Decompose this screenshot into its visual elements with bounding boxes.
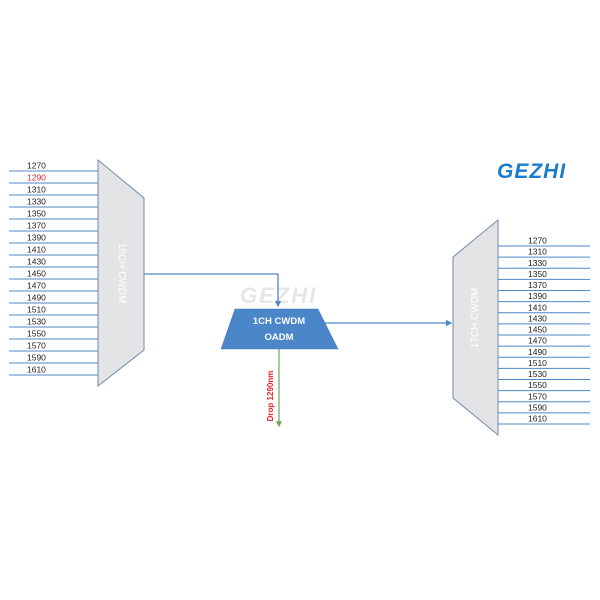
- right-channel-label: 1610: [528, 414, 547, 424]
- right-mux-label: 17CH CWDM: [470, 288, 481, 349]
- left-mux-label: 18CH CWDM: [116, 243, 127, 304]
- oadm-label-line2: OADM: [264, 332, 293, 343]
- left-mux-18ch: [97, 158, 145, 388]
- mux-to-oadm-line: [144, 273, 282, 308]
- drop-label: Drop 1290nm: [266, 371, 275, 422]
- left-channel-label: 1270: [27, 161, 46, 171]
- oadm-label-line1: 1CH CWDM: [253, 316, 305, 327]
- right-channel-label: 1330: [528, 258, 547, 268]
- left-channel-label: 1530: [27, 317, 46, 327]
- right-mux-17ch: [452, 218, 499, 437]
- left-channel-label: 1590: [27, 353, 46, 363]
- right-channel-label: 1270: [528, 236, 547, 246]
- left-channel-label: 1330: [27, 197, 46, 207]
- right-channel-label: 1350: [528, 269, 547, 279]
- left-channel-label: 1410: [27, 245, 46, 255]
- left-channel-label: 1350: [27, 209, 46, 219]
- left-channel-label: 1390: [27, 233, 46, 243]
- right-channel-label: 1490: [528, 347, 547, 357]
- right-channel-label: 1410: [528, 302, 547, 312]
- right-channel-label: 1590: [528, 402, 547, 412]
- right-channel-label: 1370: [528, 280, 547, 290]
- left-channel-label: 1490: [27, 293, 46, 303]
- right-channel-label: 1430: [528, 313, 547, 323]
- right-channel-label: 1570: [528, 391, 547, 401]
- right-channel-label: 1550: [528, 380, 547, 390]
- right-channel-label: 1510: [528, 358, 547, 368]
- right-channel-label: 1310: [528, 247, 547, 257]
- right-channel-label: 1450: [528, 325, 547, 335]
- right-channel-label: 1530: [528, 369, 547, 379]
- left-channel-label: 1510: [27, 305, 46, 315]
- left-channel-label: 1550: [27, 329, 46, 339]
- right-channel-label: 1470: [528, 336, 547, 346]
- oadm-block: [220, 308, 339, 350]
- left-channel-label: 1610: [27, 365, 46, 375]
- left-channel-label: 1310: [27, 185, 46, 195]
- left-channel-label: 1290: [27, 173, 46, 183]
- left-channel-label: 1430: [27, 257, 46, 267]
- gezhi-logo: GEZHI: [497, 160, 566, 183]
- left-channel-label: 1470: [27, 281, 46, 291]
- left-channel-label: 1570: [27, 341, 46, 351]
- left-channel-label: 1370: [27, 221, 46, 231]
- right-channel-label: 1390: [528, 291, 547, 301]
- left-channel-label: 1450: [27, 269, 46, 279]
- left-channel-list: 1270 1290 1310 1330 1350 1370 1390 1410 1430 1450…: [9, 161, 98, 376]
